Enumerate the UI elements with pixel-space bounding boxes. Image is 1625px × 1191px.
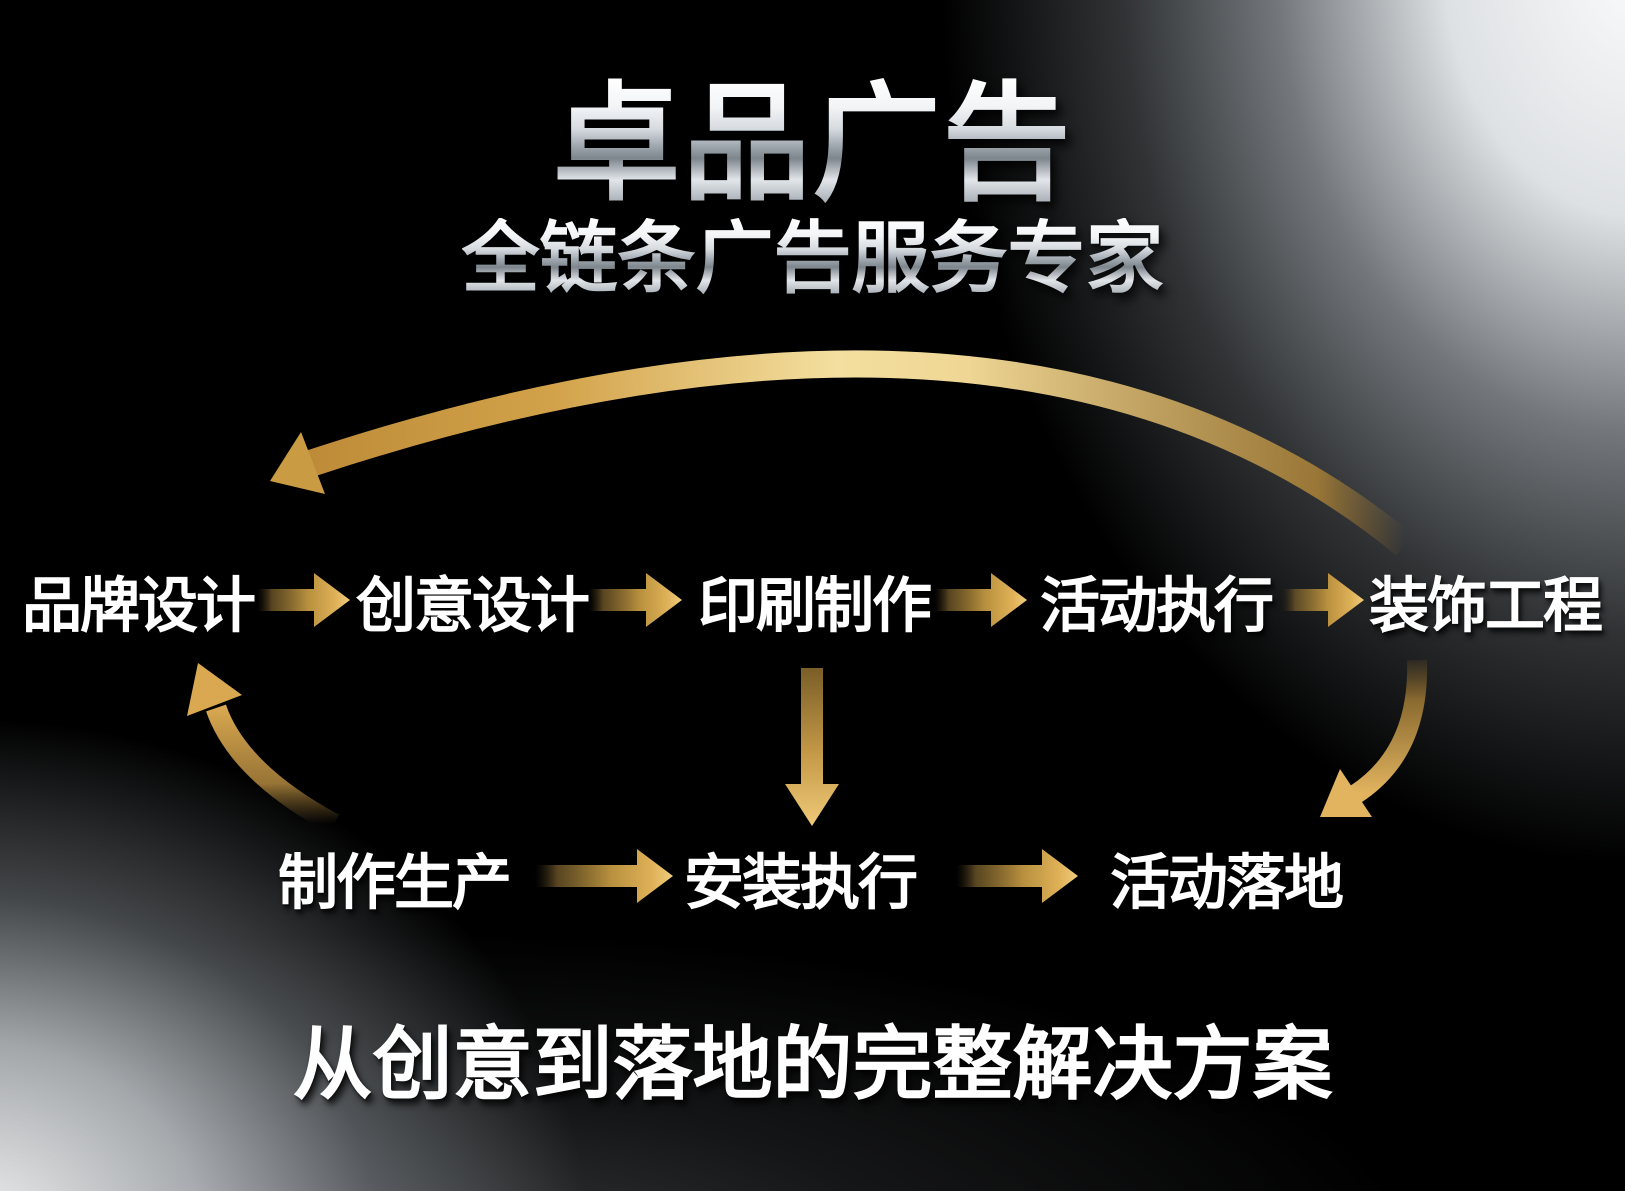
flow-node-event-landing: 活动落地 [1110,849,1344,917]
poster-tagline: 从创意到落地的完整解决方案 [292,1020,1333,1109]
flow-node-decoration-engineering: 装饰工程 [1369,572,1603,640]
arrow-right-icon [934,573,1027,627]
curved-arrow-down-icon [1320,659,1428,817]
arrow-right-icon [588,573,682,627]
flow-node-installation-execution: 安装执行 [684,849,918,917]
curved-arrow-up-icon [187,663,340,834]
flow-node-creative-design: 创意设计 [356,572,590,640]
arrow-right-icon [1282,573,1364,627]
poster-subtitle: 全链条广告服务专家 [461,214,1164,302]
flow-node-brand-design: 品牌设计 [22,572,256,640]
flow-node-event-execution: 活动执行 [1040,572,1274,640]
poster-title: 卓品广告 [552,73,1073,216]
arrow-down-icon [785,668,839,826]
arrow-right-icon [257,573,350,627]
arrow-right-icon [535,849,673,903]
arc-arrow-left-icon [270,350,1414,556]
arrow-right-icon [956,849,1078,903]
flow-node-production-manufacturing: 制作生产 [278,849,512,917]
flow-node-print-production: 印刷制作 [698,572,932,640]
